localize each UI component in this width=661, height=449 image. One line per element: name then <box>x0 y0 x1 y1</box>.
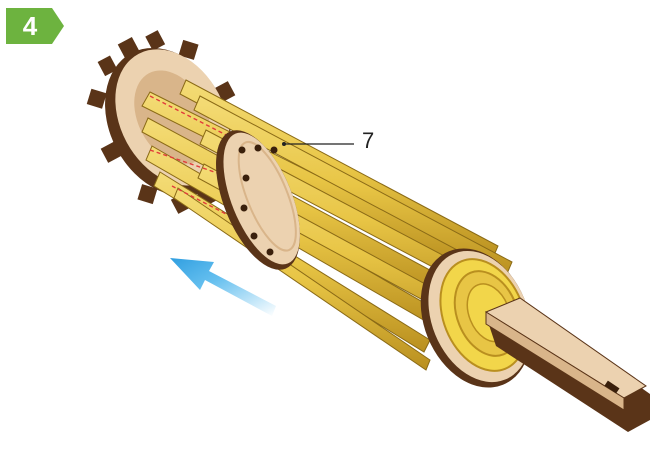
callout-label-7: 7 <box>362 128 374 154</box>
insert-direction-arrow <box>170 258 276 316</box>
